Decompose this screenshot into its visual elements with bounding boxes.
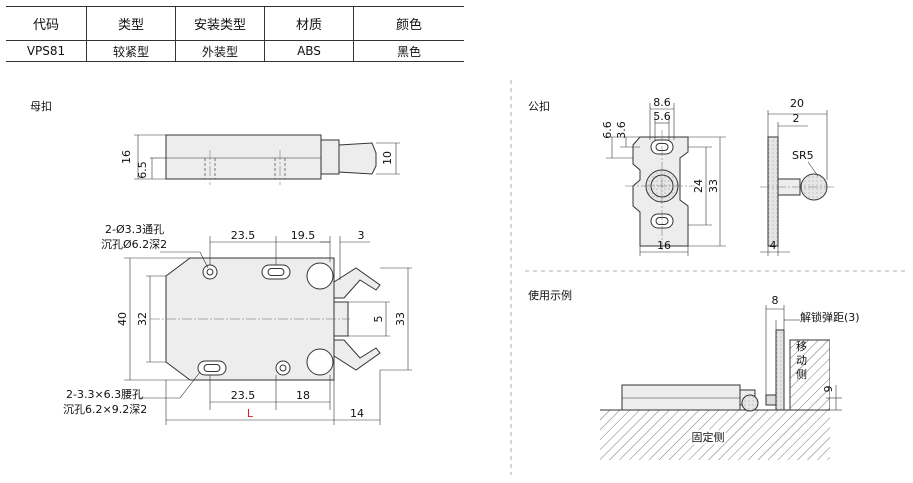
cell-type: 较紧型 (86, 40, 176, 62)
dim-usage-9: 9 (822, 386, 835, 393)
male-section-title: 公扣 (528, 99, 550, 113)
spec-header-row: 代码 类型 安装类型 材质 颜色 (6, 6, 464, 41)
dim-5: 5 (372, 316, 385, 323)
label-release-distance: 解锁弹距(3) (800, 310, 860, 324)
header-material: 材质 (264, 6, 354, 41)
dim-18: 18 (296, 389, 310, 402)
spec-data-row: VPS81 较紧型 外装型 ABS 黑色 (6, 40, 464, 62)
dim-5-6: 5.6 (653, 110, 671, 123)
header-mount-type: 安装类型 (175, 6, 265, 41)
usage-section-title: 使用示例 (528, 288, 572, 302)
dim-33-male: 33 (707, 179, 720, 193)
spec-table: 代码 类型 安装类型 材质 颜色 VPS81 较紧型 外装型 ABS 黑色 (6, 6, 464, 62)
dim-width-40: 40 (116, 312, 129, 326)
male-side-view (760, 110, 836, 256)
dim-16-male: 16 (657, 239, 671, 252)
dim-24: 24 (692, 179, 705, 193)
dim-20: 20 (790, 97, 804, 110)
label-moving-side-1: 移 (796, 340, 807, 353)
dim-4: 4 (770, 239, 777, 252)
dim-pitch-23-5-top: 23.5 (231, 229, 256, 242)
dim-2: 2 (793, 112, 800, 125)
female-section-title: 母扣 (30, 99, 52, 113)
header-color: 颜色 (353, 6, 464, 41)
dim-6-6: 6.6 (601, 121, 614, 139)
dim-usage-8: 8 (772, 294, 779, 307)
cell-color: 黑色 (353, 40, 464, 62)
dim-3-6: 3.6 (615, 121, 628, 139)
dim-33-female: 33 (394, 312, 407, 326)
cell-code: VPS81 (6, 40, 87, 62)
label-fixed-side: 固定侧 (692, 430, 725, 444)
cell-material: ABS (264, 40, 354, 62)
female-side-view (134, 134, 400, 185)
label-moving-side-3: 侧 (796, 368, 807, 381)
female-top-view (124, 236, 412, 425)
male-front-view (606, 103, 726, 256)
dim-sr5: SR5 (792, 149, 814, 162)
note-through-hole: 2-Ø3.3通孔 (105, 223, 164, 236)
header-code: 代码 (6, 6, 87, 41)
dim-19-5: 19.5 (291, 229, 316, 242)
label-moving-side-2: 动 (796, 354, 807, 367)
dim-14: 14 (350, 407, 364, 420)
note-slot-counterbore: 沉孔6.2×9.2深2 (63, 403, 147, 416)
cell-mount-type: 外装型 (175, 40, 265, 62)
header-type: 类型 (86, 6, 176, 41)
dim-female-height-16: 16 (120, 150, 133, 164)
dim-female-jaw-10: 10 (381, 151, 394, 165)
dim-8-6: 8.6 (653, 96, 671, 109)
dim-32: 32 (136, 312, 149, 326)
dim-pitch-23-5-bottom: 23.5 (231, 389, 256, 402)
dim-length-L: L (247, 407, 254, 420)
note-slot: 2-3.3×6.3腰孔 (66, 388, 143, 401)
usage-example (600, 305, 842, 460)
note-counterbore: 沉孔Ø6.2深2 (101, 238, 167, 251)
dim-3: 3 (358, 229, 365, 242)
dim-female-base-6-5: 6.5 (136, 161, 149, 179)
